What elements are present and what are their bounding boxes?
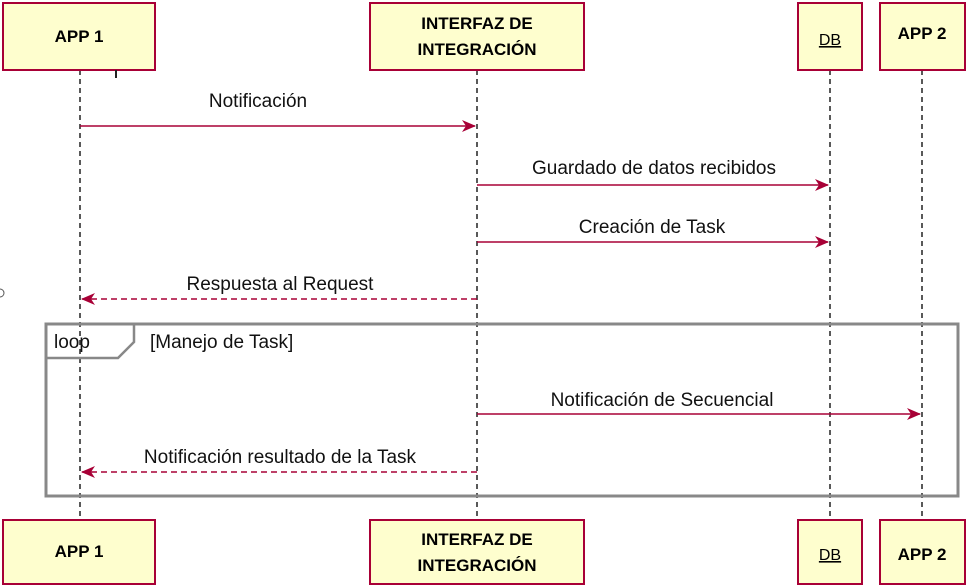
message-label: Notificación de Secuencial (551, 390, 774, 411)
participant-db-bottom: DB (797, 519, 863, 585)
loop-condition: [Manejo de Task] (150, 332, 293, 353)
participant-app1-top: APP 1 (2, 2, 156, 71)
edge-marker (0, 288, 5, 298)
participant-label: APP 1 (55, 542, 104, 561)
participant-label: APP 2 (898, 545, 947, 564)
participant-interfaz-bottom: INTERFAZ DE INTEGRACIÓN (369, 519, 585, 585)
participant-app2-top: APP 2 (879, 2, 966, 71)
message-label: Creación de Task (579, 217, 726, 238)
participant-label: DB (819, 547, 841, 564)
participant-label: APP 2 (898, 24, 947, 43)
message-label: Notificación (209, 91, 307, 112)
participant-label-line1: INTERFAZ DE (421, 530, 532, 549)
participant-db-top: DB (797, 2, 863, 71)
participant-label-line2: INTEGRACIÓN (418, 40, 537, 59)
participant-app2-bottom: APP 2 (879, 519, 966, 585)
participant-app1-bottom: APP 1 (2, 519, 156, 585)
message-label: Guardado de datos recibidos (532, 158, 776, 179)
participant-interfaz-top: INTERFAZ DE INTEGRACIÓN (369, 2, 585, 71)
message-label: Notificación resultado de la Task (144, 447, 417, 468)
loop-keyword: loop (54, 332, 90, 353)
participant-label: DB (819, 32, 841, 49)
participant-label-line2: INTEGRACIÓN (418, 556, 537, 575)
message-label: Respuesta al Request (187, 274, 375, 295)
participant-label-line1: INTERFAZ DE (421, 14, 532, 33)
loop-frame: loop [Manejo de Task] (44, 322, 960, 498)
participant-label: APP 1 (55, 27, 104, 46)
